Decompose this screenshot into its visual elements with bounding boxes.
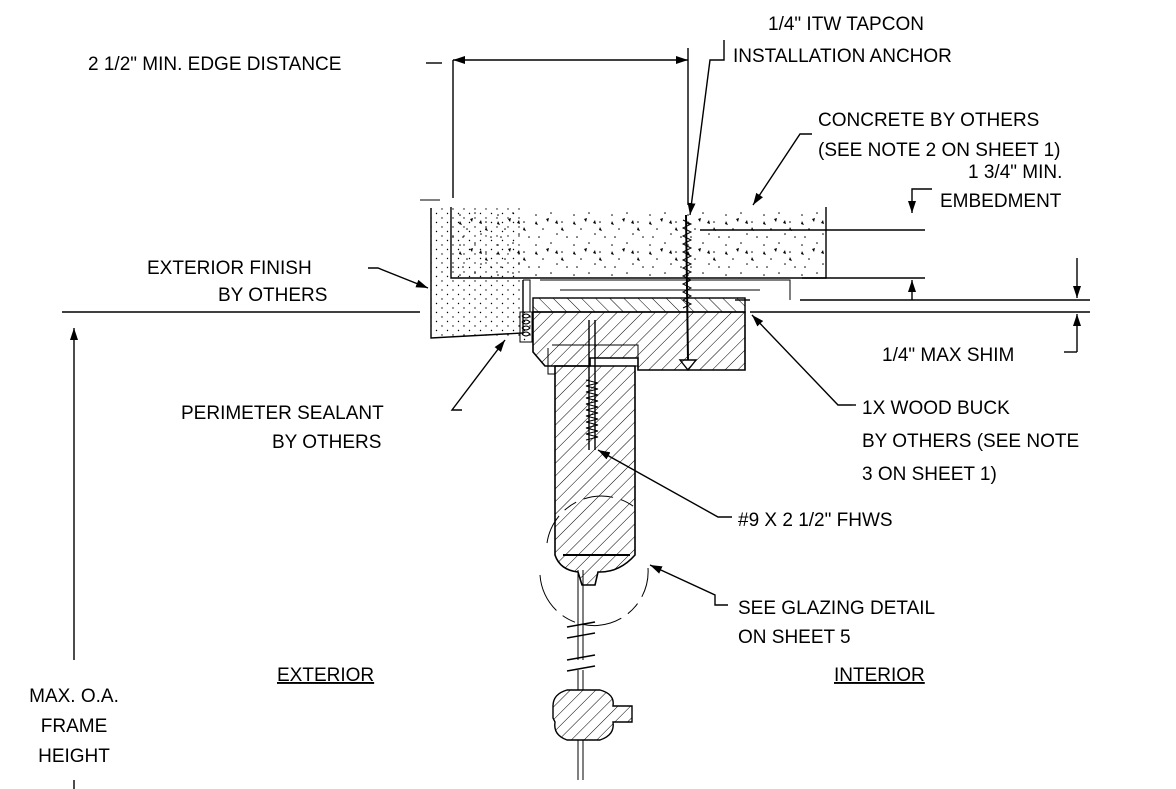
glazing-label-line2: ON SHEET 5: [738, 627, 851, 648]
window-frame-head: [519, 311, 746, 375]
leader-lines: [62, 40, 1090, 789]
frame-height-label-line3: HEIGHT: [38, 746, 110, 767]
embedment-label-line2: EMBEDMENT: [940, 191, 1062, 212]
buck-label-line2: BY OTHERS (SEE NOTE: [862, 431, 1079, 452]
sealant-label-line1: PERIMETER SEALANT: [181, 403, 384, 424]
finish-label-line1: EXTERIOR FINISH: [147, 258, 312, 279]
exterior-label: EXTERIOR: [277, 665, 374, 686]
finish-label-line2: BY OTHERS: [218, 285, 327, 306]
wood-buck: [532, 297, 746, 313]
glazing-detail-circle: [539, 495, 649, 627]
interior-label: INTERIOR: [834, 665, 925, 686]
screw-label: #9 X 2 1/2" FHWS: [738, 510, 893, 531]
frame-height-label-line2: FRAME: [41, 716, 108, 737]
edge-distance-label: 2 1/2" MIN. EDGE DISTANCE: [88, 54, 341, 75]
glazing-label-line1: SEE GLAZING DETAIL: [738, 598, 935, 619]
shim-label: 1/4" MAX SHIM: [882, 345, 1014, 366]
buck-label-line3: 3 ON SHEET 1): [862, 464, 997, 485]
concrete-label-line2: (SEE NOTE 2 ON SHEET 1): [818, 140, 1060, 161]
sealant-label-line2: BY OTHERS: [272, 432, 381, 453]
tapcon-anchor: [678, 214, 698, 372]
buck-label-line1: 1X WOOD BUCK: [862, 398, 1010, 419]
anchor-label-line1: 1/4" ITW TAPCON: [768, 14, 924, 35]
glass-break: [552, 610, 633, 780]
annotations: 2 1/2" MIN. EDGE DISTANCE 1/4" ITW TAPCO…: [29, 14, 1079, 767]
embedment-label-line1: 1 3/4" MIN.: [968, 162, 1062, 183]
anchor-label-line2: INSTALLATION ANCHOR: [733, 46, 952, 67]
shim-lines: [540, 279, 791, 300]
concrete-label-line1: CONCRETE BY OTHERS: [818, 110, 1039, 131]
frame-stile: [554, 365, 636, 610]
fhws-screw: [585, 320, 599, 450]
exterior-finish: [430, 208, 531, 339]
frame-height-label-line1: MAX. O.A.: [29, 686, 119, 707]
